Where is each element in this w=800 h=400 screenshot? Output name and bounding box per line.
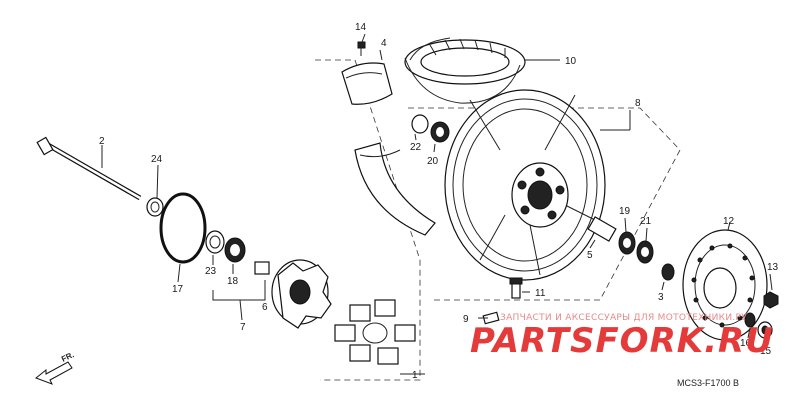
watermark: ЗАПЧАСТИ И АКСЕССУАРЫ ДЛЯ МОТОТЕХНИКИ.РУ… [470,313,774,361]
callout-7: 7 [240,322,246,333]
callout-22: 22 [410,142,422,153]
damper-rubbers-part [334,299,416,365]
callout-14: 14 [355,22,367,33]
valve-part [509,277,523,299]
diagram-code: MCS3-F1700 B [677,378,739,388]
callout-10: 10 [565,56,577,67]
bearing-parts-left [205,230,270,275]
tire-part [404,37,526,104]
callout-labels: 1 2 3 4 5 6 7 8 9 10 11 12 13 14 15 16 1… [99,22,779,381]
driven-flange-part [271,259,332,329]
callout-17: 17 [172,284,184,295]
callout-9: 9 [463,314,469,325]
callout-15: 15 [760,346,772,357]
callout-3: 3 [658,292,664,303]
callout-23: 23 [205,266,217,277]
leader-lines [101,33,773,375]
bearing-parts-top [411,114,450,143]
wheel-rim-part [444,89,606,281]
callout-6: 6 [262,302,268,313]
fender-lower [354,142,436,236]
frame-left [315,59,421,381]
callout-19: 19 [619,206,631,217]
callout-20: 20 [427,156,439,167]
front-direction-arrow-icon: FR. [35,350,76,385]
balance-weight-part [482,311,500,325]
brake-disc-part [682,229,768,341]
callout-21: 21 [640,216,652,227]
watermark-tagline: ЗАПЧАСТИ И АКСЕССУАРЫ ДЛЯ МОТОТЕХНИКИ.РУ [500,313,747,323]
fender-upper [341,62,393,105]
callout-1: 1 [412,370,418,381]
axle-nut-part [744,312,773,339]
callout-16: 16 [740,338,752,349]
watermark-logo: PARTSFORK.RU [470,321,774,361]
callout-4: 4 [381,38,387,49]
callout-12: 12 [723,216,735,227]
callout-13: 13 [767,262,779,273]
disc-bolt-part [763,291,779,309]
callout-24: 24 [151,154,163,165]
direction-label: FR. [60,350,75,364]
callout-8: 8 [635,98,641,109]
callout-18: 18 [227,276,239,287]
screw-part [357,41,366,56]
callout-5: 5 [587,250,593,261]
callout-2: 2 [99,136,105,147]
axle-part [36,136,142,201]
collar-part [146,197,164,217]
bearing-parts-right [587,216,675,281]
circlip-part [159,192,207,264]
callout-11: 11 [535,288,546,299]
